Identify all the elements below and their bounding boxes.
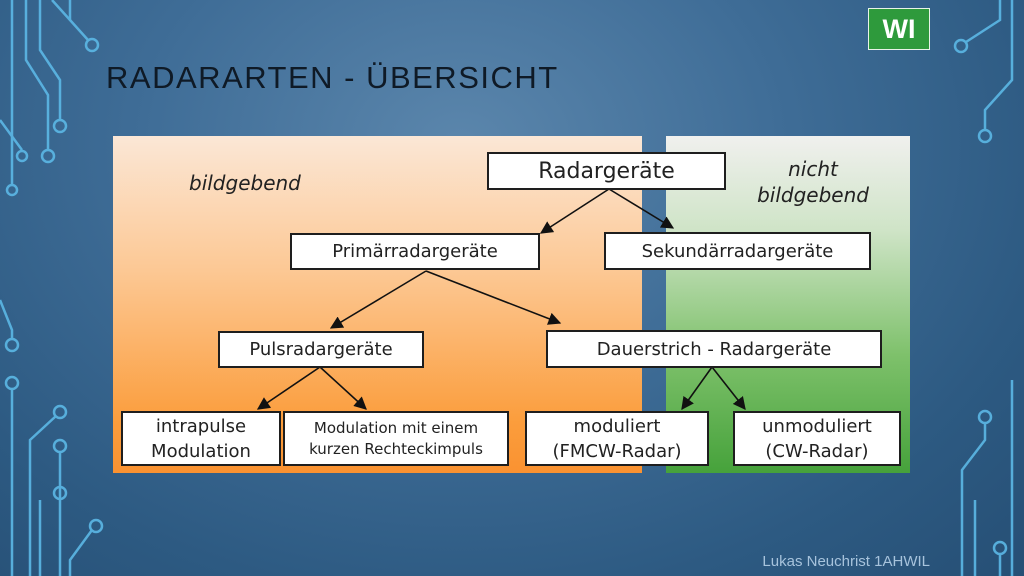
arrow-pulse-intrapulse	[256, 366, 321, 410]
non-imaging-label-line2: bildgebend	[757, 183, 869, 207]
diagram-arrows	[256, 188, 746, 411]
node-intrapulse-modulation: intrapulse Modulation	[121, 411, 281, 466]
modulated-line2: (FMCW-Radar)	[552, 440, 682, 462]
node-unmodulated-cw: unmoduliert (CW-Radar)	[733, 411, 901, 466]
node-rectangular-pulse-modulation: Modulation mit einem kurzen Rechteckimpu…	[283, 411, 509, 466]
slide-title: RADARARTEN - ÜBERSICHT	[106, 60, 559, 95]
rect-line2: kurzen Rechteckimpuls	[309, 439, 483, 458]
unmodulated-line1: unmoduliert	[762, 415, 872, 437]
arrow-continuous-modulated	[681, 366, 713, 411]
modulated-line1: moduliert	[573, 415, 661, 437]
node-continuous-wave-radar: Dauerstrich - Radargeräte	[546, 330, 882, 368]
node-modulated-fmcw: moduliert (FMCW-Radar)	[525, 411, 709, 466]
arrow-continuous-unmodulated	[711, 366, 746, 411]
rect-line1: Modulation mit einem	[313, 418, 479, 437]
node-pulse-radar: Pulsradargeräte	[218, 331, 424, 368]
intrapulse-line1: intrapulse	[155, 415, 247, 437]
wi-logo: WI	[868, 8, 930, 50]
imaging-label: bildgebend	[189, 171, 301, 195]
node-secondary-radar: Sekundärradargeräte	[604, 232, 871, 270]
footer-author: Lukas Neuchrist 1AHWIL	[762, 553, 930, 570]
non-imaging-label-line1: nicht	[788, 157, 838, 181]
radar-types-diagram: bildgebend nicht bildgebend Radargeräte …	[113, 136, 910, 473]
arrow-root-primary	[539, 188, 610, 234]
intrapulse-line2: Modulation	[151, 440, 251, 462]
node-primary-radar: Primärradargeräte	[290, 233, 540, 270]
arrow-primary-continuous	[425, 270, 562, 325]
non-imaging-label: nicht bildgebend	[753, 156, 873, 208]
arrow-root-secondary	[608, 188, 675, 229]
unmodulated-line2: (CW-Radar)	[765, 440, 869, 462]
arrow-primary-pulse	[329, 270, 427, 329]
arrow-pulse-rect	[319, 366, 367, 410]
node-radar-devices: Radargeräte	[487, 152, 726, 190]
